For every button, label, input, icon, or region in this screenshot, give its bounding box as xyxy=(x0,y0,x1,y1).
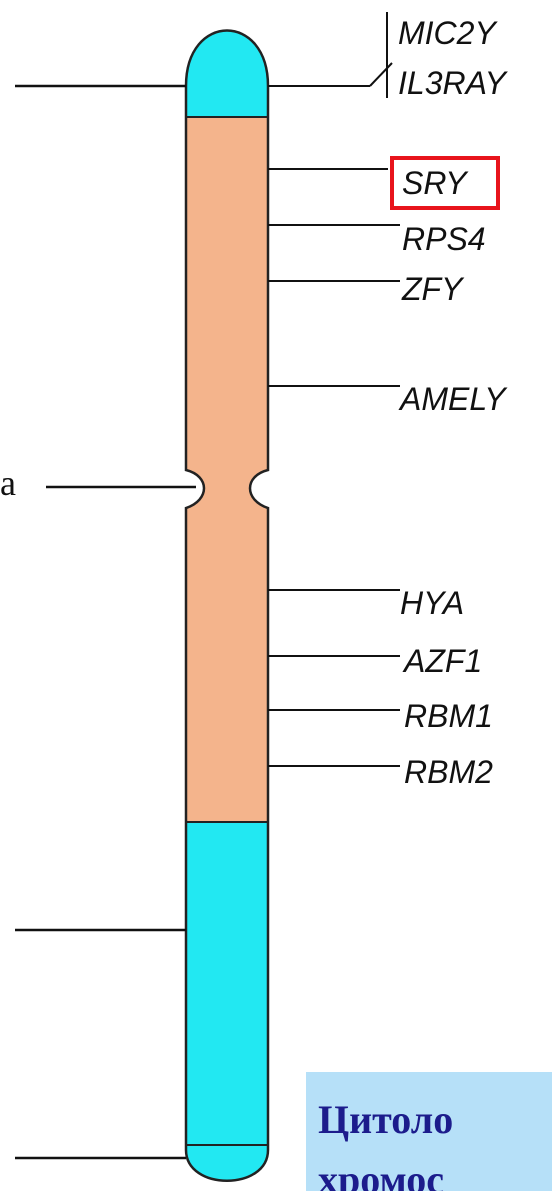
bottom-heterochromatin-band xyxy=(186,822,268,1181)
gene-label-mic2y: MIC2Y xyxy=(398,15,498,51)
gene-label-rps4: RPS4 xyxy=(402,221,486,257)
chromosome-outline xyxy=(184,29,270,1182)
sry-highlight-box xyxy=(390,156,500,210)
gene-label-hya: HYA xyxy=(400,585,464,621)
chromosome-bands xyxy=(186,30,268,1181)
gene-label-il3ray: IL3RAY xyxy=(398,65,509,101)
caption-box: Цитоло хромос xyxy=(306,1072,552,1191)
gene-label-zfy: ZFY xyxy=(401,271,465,307)
left-edge-text-fragment: a xyxy=(0,463,16,503)
gene-label-rbm1: RBM1 xyxy=(404,698,493,734)
caption-line-2: хромос xyxy=(318,1157,444,1191)
euchromatin-band xyxy=(186,117,268,822)
top-heterochromatin-band xyxy=(186,30,268,117)
band-boundaries xyxy=(186,116,268,1146)
gene-label-rbm2: RBM2 xyxy=(404,754,493,790)
gene-label-amely: AMELY xyxy=(398,381,508,417)
gene-label-azf1: AZF1 xyxy=(402,643,482,679)
gene-label-sry: SRY xyxy=(402,165,469,201)
caption-line-1: Цитоло xyxy=(318,1097,454,1142)
gene-ticks xyxy=(268,12,400,767)
